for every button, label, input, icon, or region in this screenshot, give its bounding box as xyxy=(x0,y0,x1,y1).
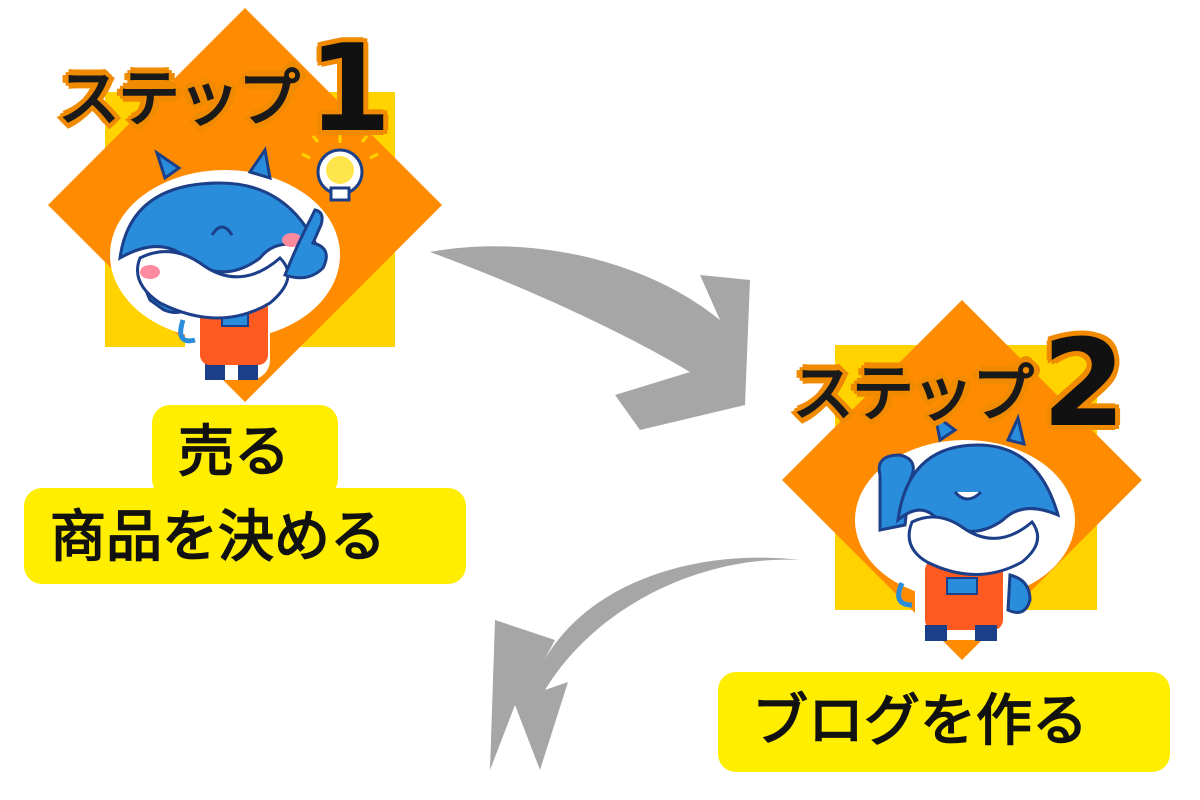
step-1-label-line-1: 売る xyxy=(178,420,290,485)
step-1-label-top-box xyxy=(152,405,338,497)
step-1-label-line-2: 商品を決める xyxy=(50,505,386,570)
step-1-number: 1 xyxy=(308,20,392,159)
step-2-label-line-1: ブログを作る xyxy=(752,689,1088,754)
step-2-word: ステップ xyxy=(792,357,1034,430)
step-1-heading: ステップ 1 xyxy=(58,30,392,150)
lightbulb-icon xyxy=(301,135,379,202)
step-1-word: ステップ xyxy=(58,62,300,135)
step-1-label-bottom-box xyxy=(24,488,466,584)
step-2-number: 2 xyxy=(1042,315,1126,454)
step-2-heading: ステップ 2 xyxy=(792,325,1126,445)
step-2-label-box xyxy=(718,672,1170,772)
